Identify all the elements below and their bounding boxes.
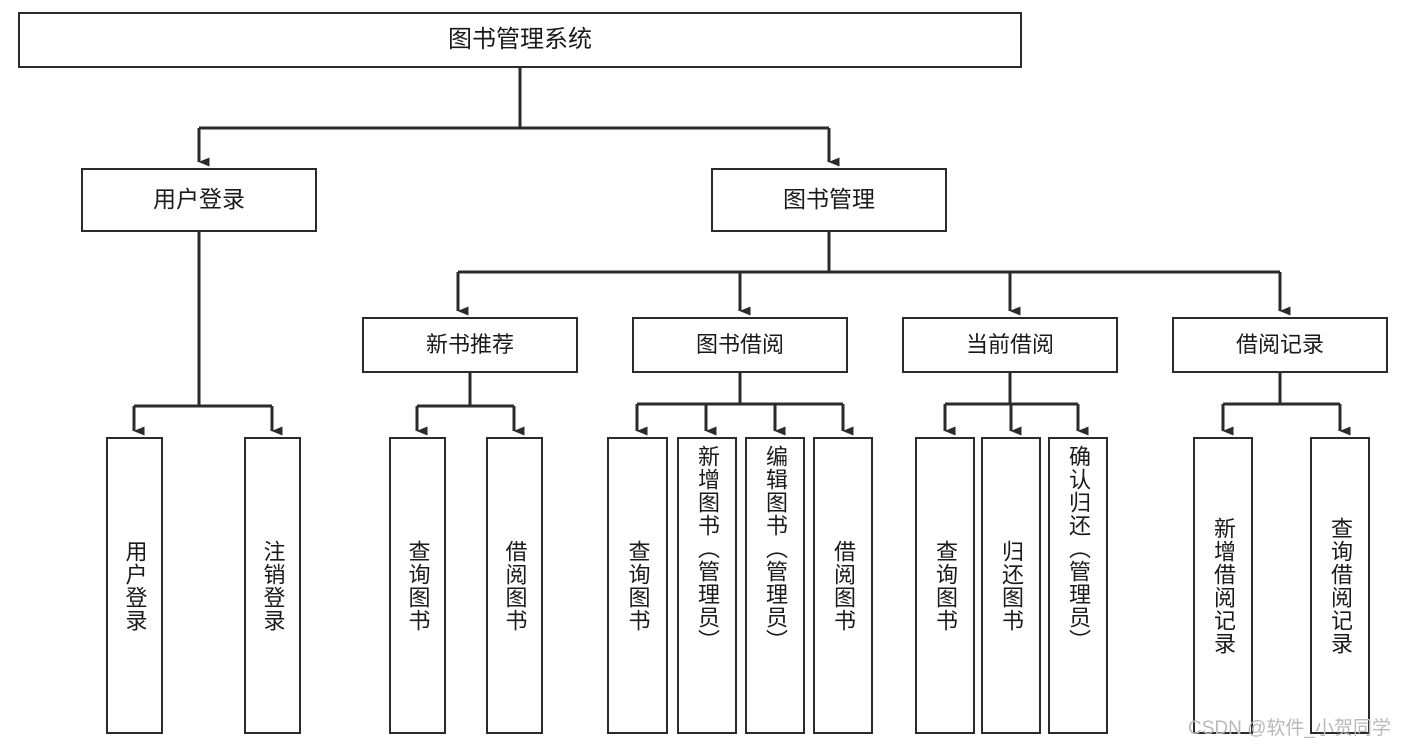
leaf-new-book-query[interactable]: 查询图书: [389, 437, 446, 734]
node-label: 借阅图书: [831, 539, 856, 632]
node-label: 新增图书（管理员）: [695, 445, 720, 652]
node-label: 查询图书: [625, 539, 651, 632]
node-label: 编辑图书（管理员）: [763, 445, 788, 652]
leaf-user-login-logout[interactable]: 注销登录: [244, 437, 301, 734]
node-label: 确认归还（管理员）: [1066, 445, 1091, 652]
node-book-management[interactable]: 图书管理: [711, 168, 947, 232]
node-root-system[interactable]: 图书管理系统: [18, 12, 1022, 68]
leaf-new-book-borrow[interactable]: 借阅图书: [486, 437, 543, 734]
node-label: 图书管理系统: [448, 25, 592, 53]
node-current-borrow[interactable]: 当前借阅: [902, 317, 1118, 373]
leaf-current-borrow-return[interactable]: 归还图书: [981, 437, 1041, 734]
leaf-book-borrow-edit[interactable]: 编辑图书（管理员）: [745, 437, 805, 734]
node-label: 借阅图书: [502, 539, 528, 632]
leaf-current-borrow-query[interactable]: 查询图书: [915, 437, 975, 734]
node-label: 归还图书: [999, 539, 1024, 632]
node-label: 借阅记录: [1235, 332, 1324, 358]
leaf-book-borrow-query[interactable]: 查询图书: [607, 437, 668, 734]
leaf-borrow-record-query[interactable]: 查询借阅记录: [1310, 437, 1370, 734]
node-new-book-recommend[interactable]: 新书推荐: [362, 317, 578, 373]
leaf-borrow-record-add[interactable]: 新增借阅记录: [1193, 437, 1253, 734]
leaf-current-borrow-confirm-return[interactable]: 确认归还（管理员）: [1048, 437, 1108, 734]
node-borrow-record[interactable]: 借阅记录: [1172, 317, 1388, 373]
node-label: 查询图书: [933, 539, 958, 632]
node-label: 查询图书: [405, 539, 431, 632]
node-label: 当前借阅: [965, 332, 1054, 358]
node-user-login[interactable]: 用户登录: [81, 168, 317, 232]
node-label: 图书借阅: [695, 332, 784, 358]
node-label: 新增借阅记录: [1211, 516, 1236, 655]
node-label: 查询借阅记录: [1328, 516, 1353, 655]
node-book-borrow[interactable]: 图书借阅: [632, 317, 848, 373]
node-label: 新书推荐: [425, 332, 514, 358]
node-label: 用户登录: [153, 186, 245, 213]
leaf-book-borrow-add[interactable]: 新增图书（管理员）: [677, 437, 737, 734]
node-label: 图书管理: [783, 186, 875, 213]
leaf-book-borrow-borrow[interactable]: 借阅图书: [813, 437, 873, 734]
node-label: 注销登录: [260, 539, 286, 632]
node-label: 用户登录: [122, 539, 148, 632]
leaf-user-login-login[interactable]: 用户登录: [106, 437, 163, 734]
